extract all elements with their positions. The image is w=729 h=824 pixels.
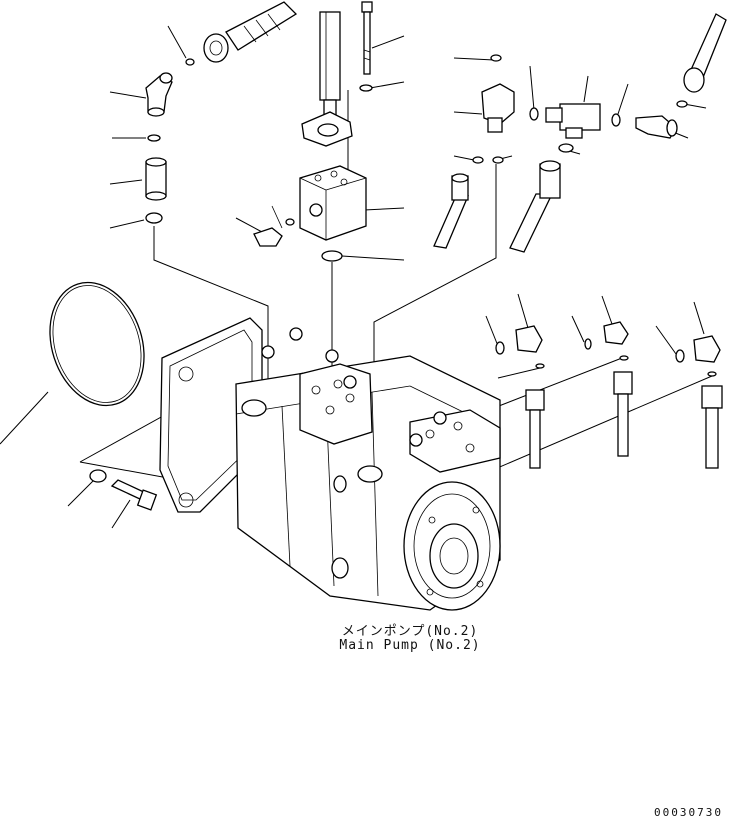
o-ring-small [359, 84, 373, 92]
elbow-fitting-left [145, 72, 173, 117]
washer [89, 469, 107, 483]
main-pump [159, 317, 501, 611]
large-o-ring [49, 281, 145, 407]
hoses-vertical-right [525, 371, 723, 469]
o-ring-small [611, 113, 621, 127]
fittings-right [495, 321, 721, 377]
cross-fitting [545, 103, 601, 139]
caption-english: Main Pump (No.2) [339, 638, 481, 653]
bolt-bottom-left [110, 479, 158, 511]
hose-center-right [509, 160, 561, 253]
hose-top-right [683, 13, 727, 93]
bolt-top-center [361, 1, 373, 75]
hose-center-left [433, 173, 469, 249]
hose-top-left [203, 1, 298, 63]
split-flange [301, 111, 353, 147]
caption-japanese: メインポンプ(No.2) [341, 624, 479, 639]
o-ring-small [185, 58, 195, 66]
o-ring-small [492, 156, 504, 164]
o-ring-small [147, 134, 161, 142]
o-ring-small [558, 143, 574, 153]
valve-block [299, 165, 367, 241]
o-ring-small [529, 107, 539, 121]
o-ring-small [472, 156, 484, 164]
drawing-code: 00030730 [654, 806, 723, 819]
o-ring-medium [321, 250, 343, 262]
o-ring-small [145, 212, 163, 224]
pipe-vertical-center [319, 11, 341, 119]
tee-fitting [481, 83, 515, 133]
connector-left [145, 157, 167, 201]
clip [490, 54, 502, 62]
elbow-fitting-right [635, 115, 678, 139]
o-ring-small [676, 100, 688, 108]
elbow-fitting-small [253, 205, 295, 247]
